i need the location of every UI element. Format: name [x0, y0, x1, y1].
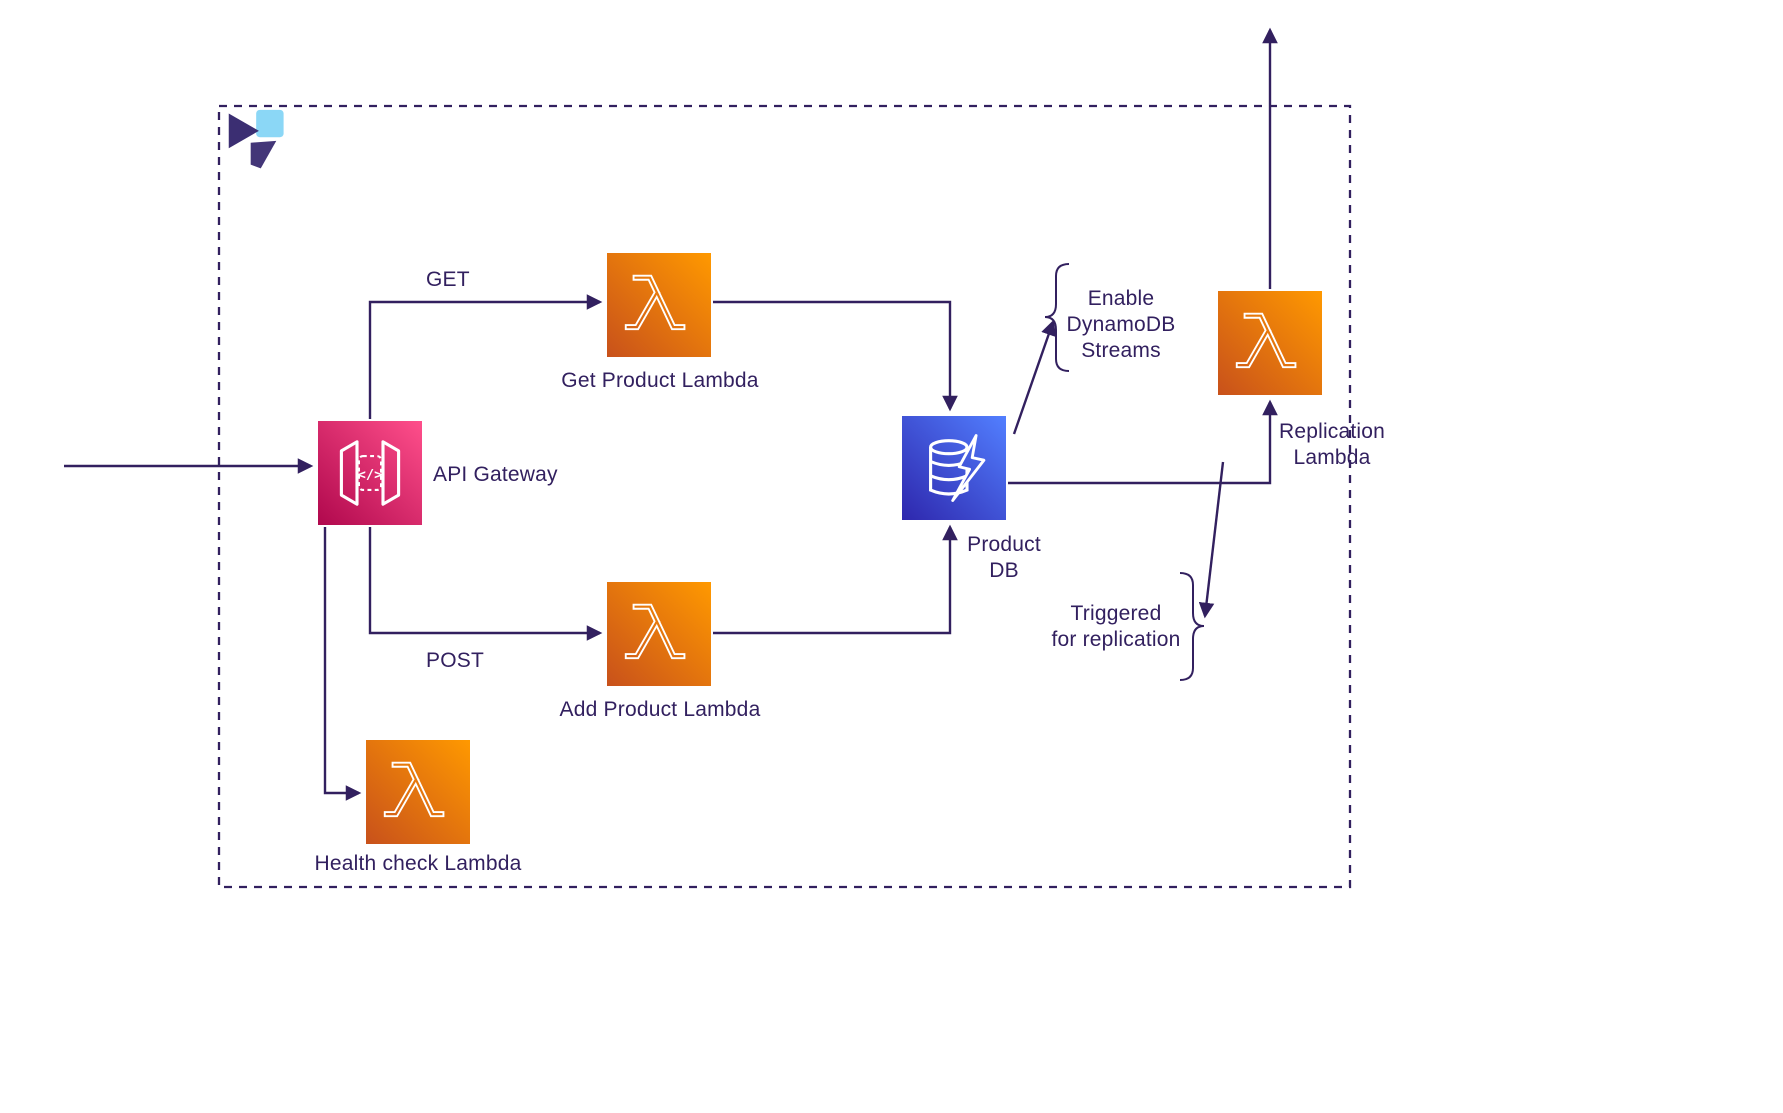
get-product-lambda-node[interactable]: [607, 253, 711, 357]
api-gateway-glyph: </>: [358, 467, 383, 483]
product-db-node[interactable]: [902, 416, 1006, 520]
edge-triggered-annotation-arrow: [1198, 461, 1225, 619]
add-product-lambda-label: Add Product Lambda: [559, 698, 761, 721]
edge-streams-annotation-arrow: [1012, 319, 1057, 435]
brand-logo-icon: [228, 109, 284, 169]
edge-label-get: GET: [426, 268, 470, 291]
edge-add-lambda-to-db: [713, 524, 958, 635]
health-check-lambda-label: Health check Lambda: [314, 852, 522, 875]
api-gateway-node[interactable]: </>: [318, 421, 422, 525]
edge-label-post: POST: [426, 649, 484, 672]
edge-apigw-to-add-lambda: [368, 527, 603, 641]
annotation-enable-dynamodb-streams: Enable DynamoDB Streams: [1066, 287, 1176, 362]
replication-lambda-label: Replication Lambda: [1278, 420, 1386, 469]
edge-apigw-to-health-lambda: [323, 527, 362, 801]
api-gateway-icon: </>: [318, 421, 422, 525]
dynamodb-icon: [902, 416, 1006, 520]
edge-db-to-replication-lambda: [1008, 399, 1278, 485]
api-gateway-label: API Gateway: [433, 463, 558, 486]
replication-lambda-node[interactable]: [1218, 291, 1322, 395]
lambda-icon: [366, 740, 470, 844]
get-product-lambda-label: Get Product Lambda: [561, 369, 759, 392]
health-check-lambda-node[interactable]: [366, 740, 470, 844]
annotation-triggered-for-replication: Triggered for replication: [1051, 602, 1181, 651]
add-product-lambda-node[interactable]: [607, 582, 711, 686]
product-db-label: Product DB: [967, 533, 1041, 582]
lambda-icon: [1218, 291, 1322, 395]
lambda-icon: [607, 253, 711, 357]
edge-apigw-to-get-lambda: [368, 294, 603, 419]
lambda-icon: [607, 582, 711, 686]
